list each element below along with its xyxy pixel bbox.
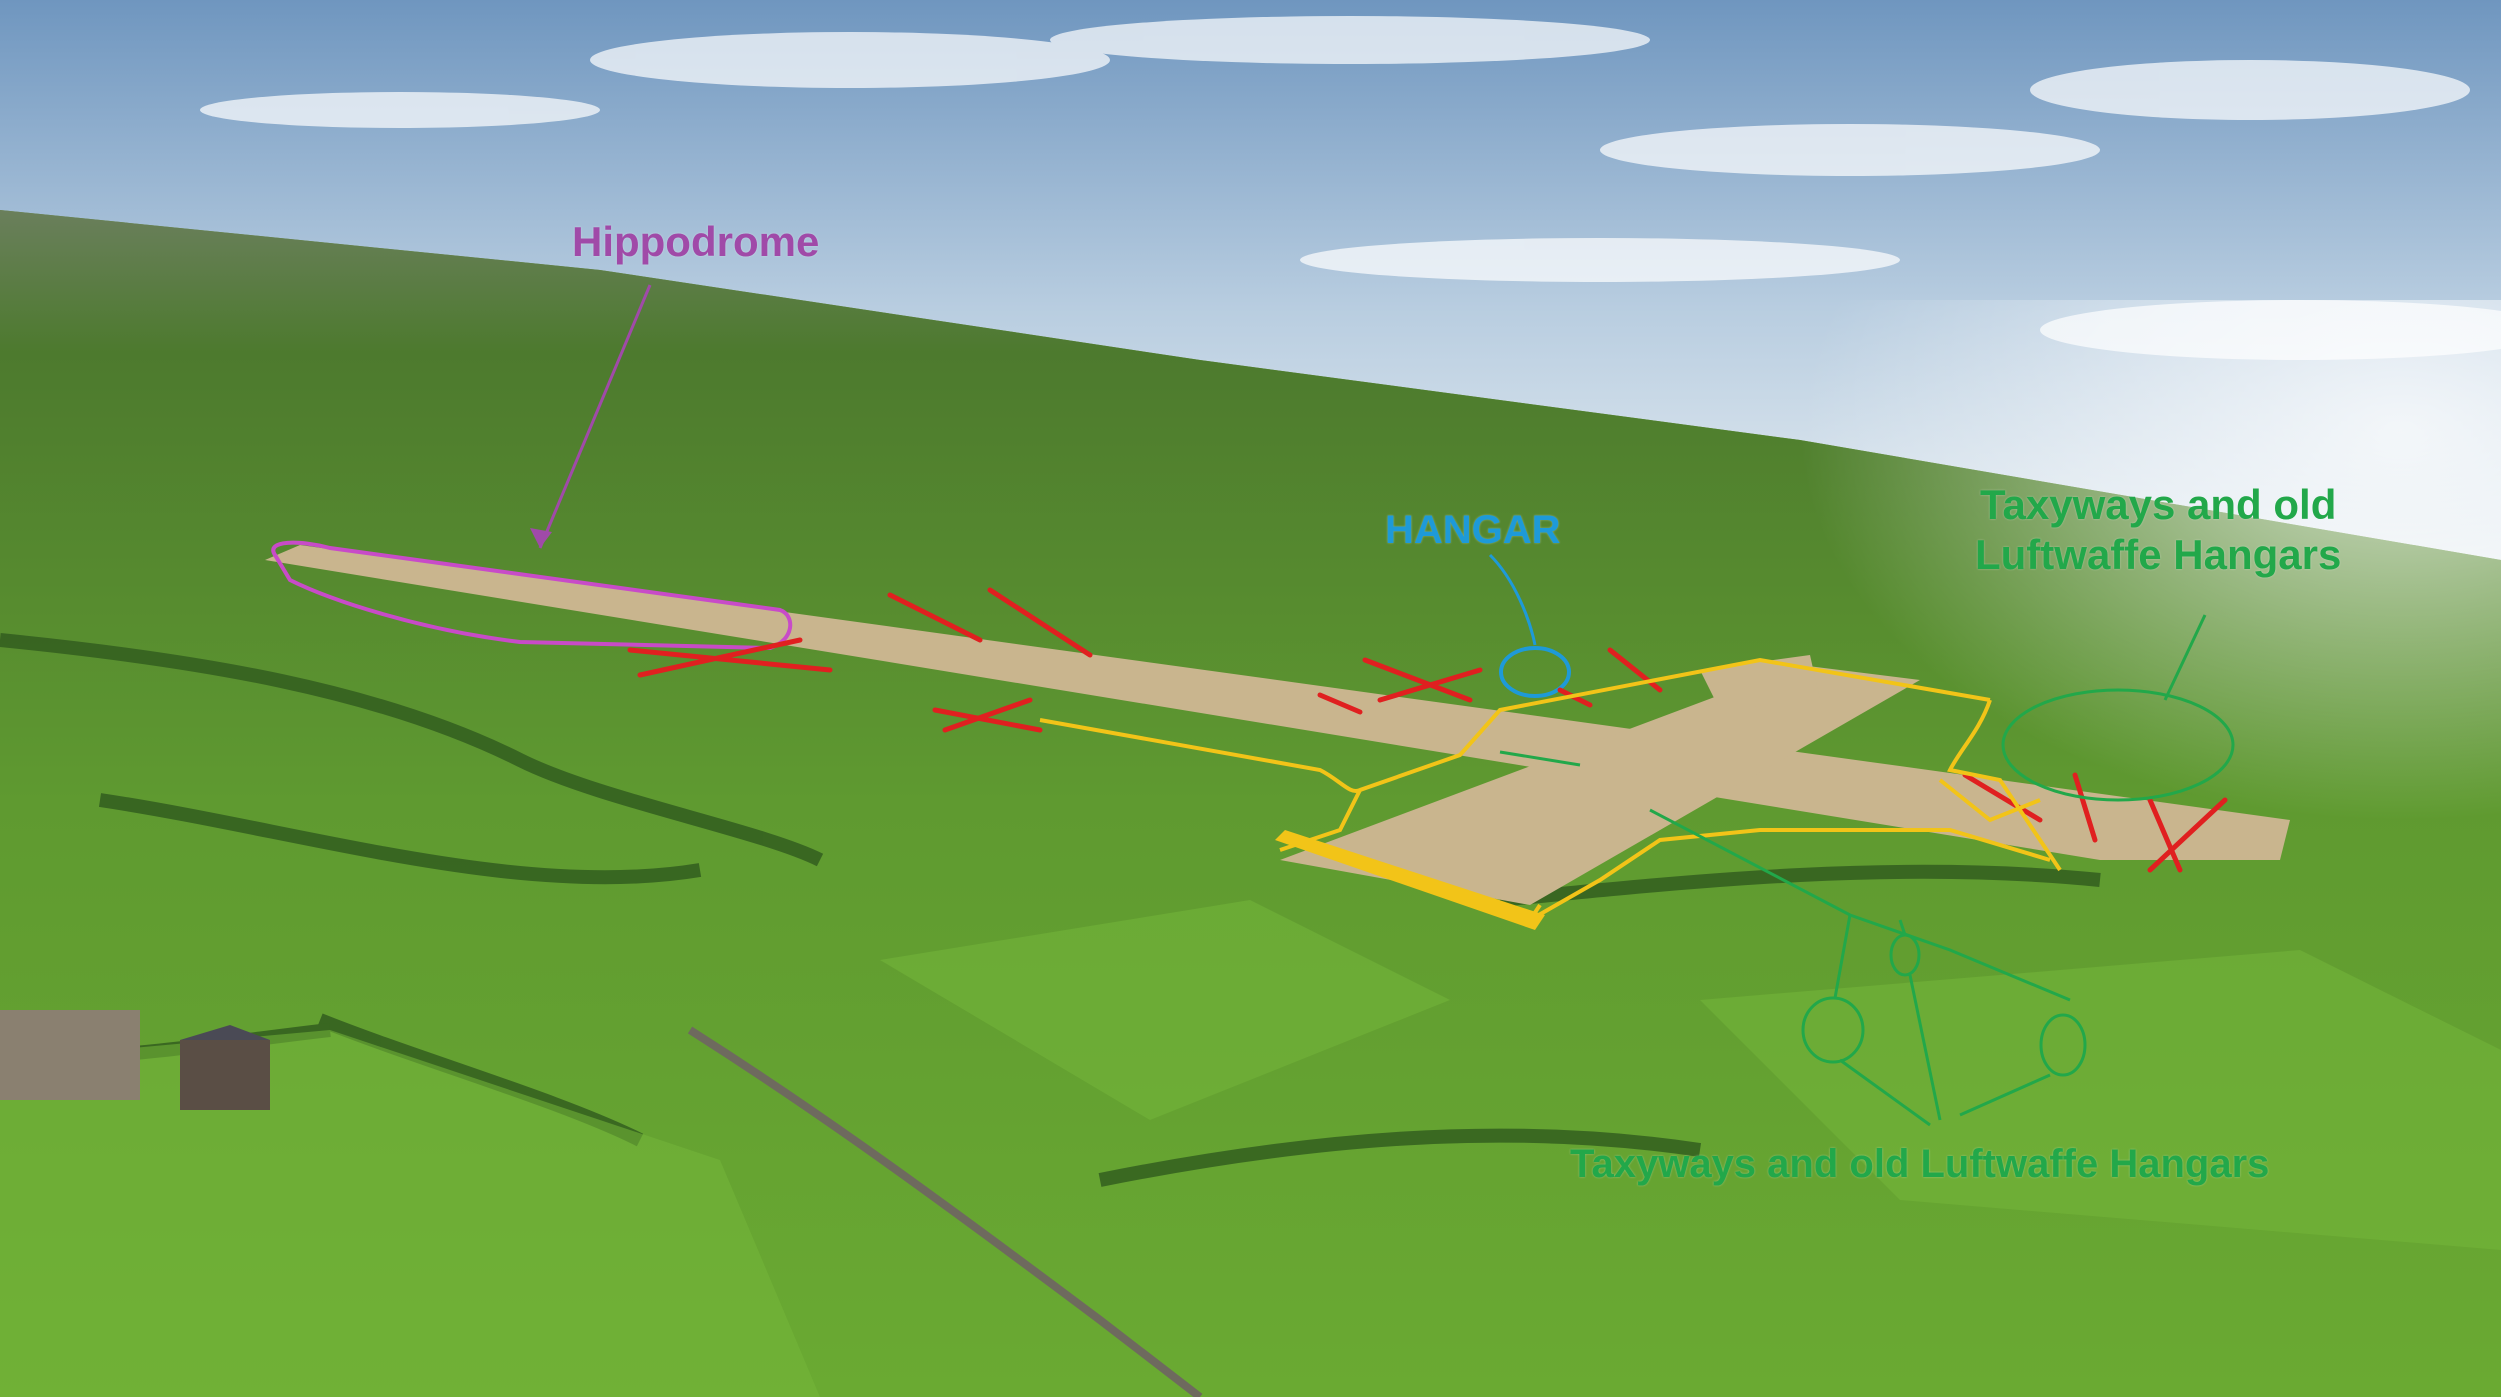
horizon-haze — [1500, 300, 2501, 950]
bright-fields — [0, 900, 2501, 1397]
taxiway-highlight — [1275, 830, 1545, 930]
industrial-site — [0, 1010, 270, 1110]
taxiways-label-top-line1: Taxyways and old — [1980, 481, 2337, 528]
hippodrome-label: Hippodrome — [572, 218, 820, 265]
taxiways-label-top-line2: Luftwaffe Hangars — [1975, 531, 2342, 579]
taxiway-paths — [1039, 657, 2062, 922]
hippodrome-arrowhead — [530, 528, 552, 548]
hangar-pointer — [1488, 553, 1537, 646]
hangar-circle — [1499, 646, 1571, 698]
taxiways-label-top: Taxyways and old Luftwaffe Hangars — [1975, 480, 2341, 581]
hippodrome-pointer — [538, 284, 652, 549]
removed-marks — [627, 587, 2228, 873]
taxiways-label-bottom: Taxyways and old Luftwaffe Hangars — [1570, 1142, 2270, 1186]
taxiway-markers — [1499, 614, 2235, 1127]
hangar-label: HANGAR — [1385, 508, 1561, 552]
runway-complex — [265, 545, 2290, 905]
road — [687, 1026, 1203, 1397]
